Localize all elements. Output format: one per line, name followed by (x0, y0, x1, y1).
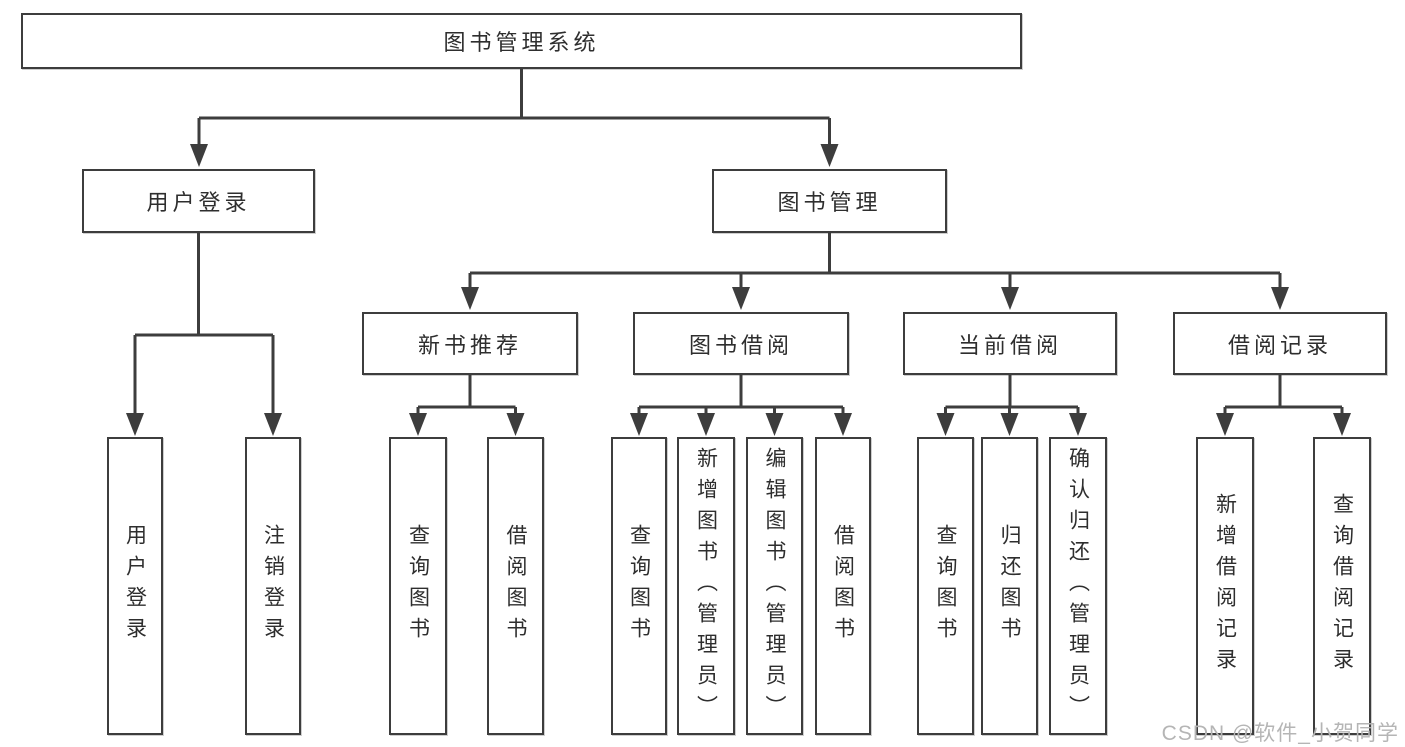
leaf-return-books: 归还图书 (981, 437, 1038, 735)
leaf-user-login-label: 用户登录 (123, 524, 147, 648)
leaf-logout-label: 注销登录 (261, 524, 285, 648)
node-new-book-recommend: 新书推荐 (362, 312, 578, 375)
leaf-query-books-current: 查询图书 (917, 437, 974, 735)
leaf-borrow-books-label: 借阅图书 (831, 524, 855, 648)
leaf-borrow-books-recommend: 借阅图书 (487, 437, 544, 735)
leaf-query-borrow-record: 查询借阅记录 (1313, 437, 1371, 735)
leaf-query-books-borrow: 查询图书 (611, 437, 667, 735)
leaf-query-books-current-label: 查询图书 (934, 524, 957, 648)
leaf-confirm-return-admin: 确认归还（管理员） (1049, 437, 1107, 735)
leaf-user-login: 用户登录 (107, 437, 163, 735)
leaf-query-borrow-record-label: 查询借阅记录 (1330, 493, 1354, 679)
node-book-management: 图书管理 (712, 169, 947, 233)
leaf-confirm-return-admin-label: 确认归还（管理员） (1066, 446, 1090, 726)
leaf-query-books-recommend-label: 查询图书 (406, 524, 430, 648)
node-borrow-records: 借阅记录 (1173, 312, 1387, 375)
leaf-logout: 注销登录 (245, 437, 301, 735)
node-user-login: 用户登录 (82, 169, 315, 233)
leaf-return-books-label: 归还图书 (998, 524, 1021, 648)
leaf-query-books-recommend: 查询图书 (389, 437, 447, 735)
leaf-add-borrow-record-label: 新增借阅记录 (1213, 493, 1237, 679)
leaf-query-books-borrow-label: 查询图书 (627, 524, 651, 648)
csdn-watermark: CSDN @软件_小贺同学 (1161, 722, 1399, 745)
leaf-add-books-admin-label: 新增图书（管理员） (694, 446, 718, 726)
leaf-add-books-admin: 新增图书（管理员） (677, 437, 735, 735)
node-current-borrow: 当前借阅 (903, 312, 1117, 375)
leaf-edit-books-admin: 编辑图书（管理员） (746, 437, 803, 735)
leaf-borrow-books: 借阅图书 (815, 437, 871, 735)
leaf-add-borrow-record: 新增借阅记录 (1196, 437, 1254, 735)
node-root-system: 图书管理系统 (21, 13, 1022, 69)
leaf-borrow-books-recommend-label: 借阅图书 (504, 524, 527, 648)
leaf-edit-books-admin-label: 编辑图书（管理员） (763, 446, 786, 726)
node-book-borrow: 图书借阅 (633, 312, 849, 375)
